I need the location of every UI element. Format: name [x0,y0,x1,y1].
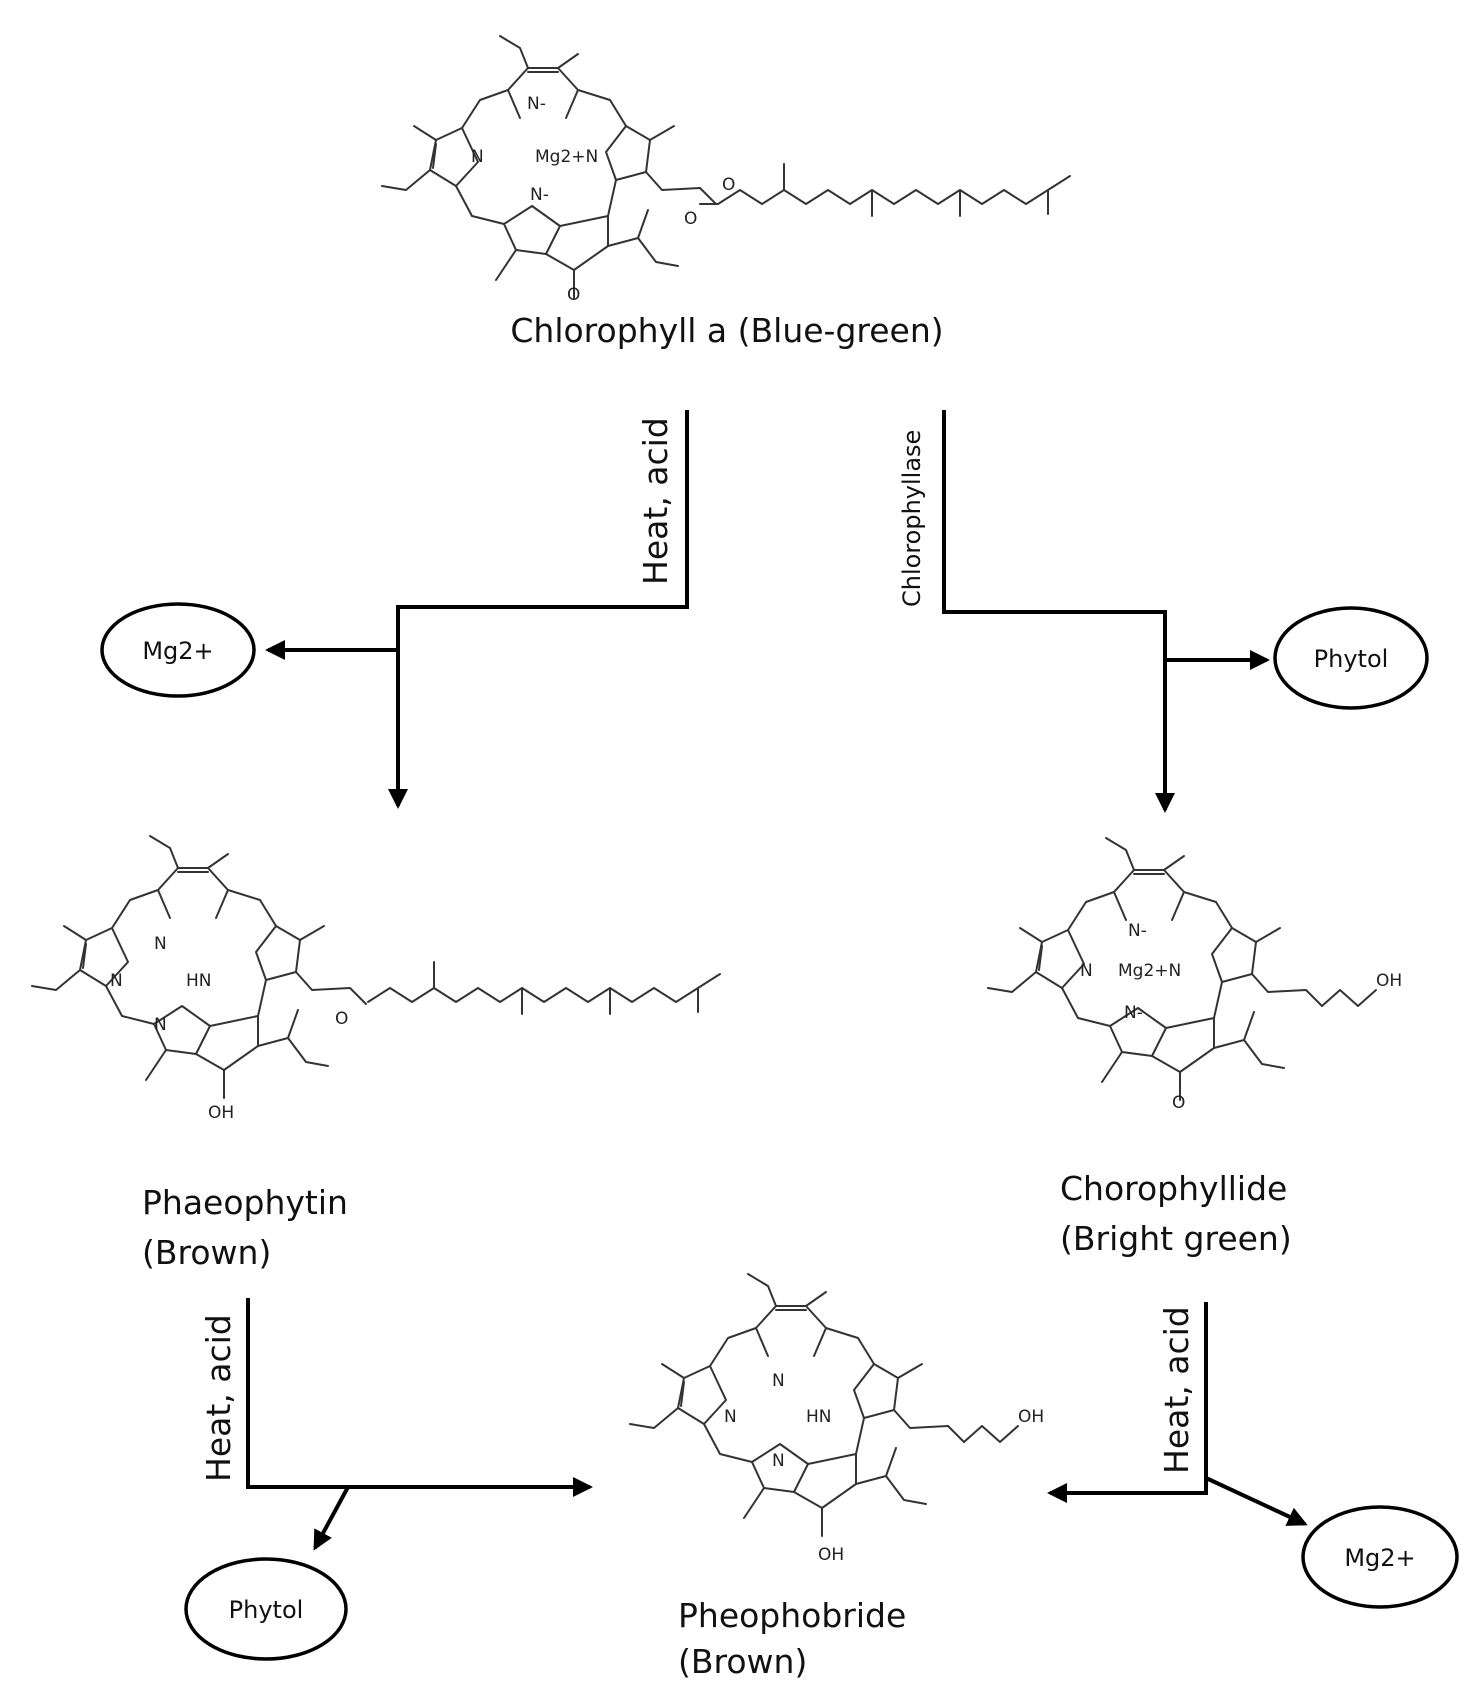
label-reaction-bottom-left: Heat, acid [199,1314,238,1482]
label-chlorophyllide-color: (Bright green) [1060,1219,1292,1258]
atom-n-top: N [772,1371,785,1391]
chlorophyll-a-structure: N- N Mg2+N N- O O O [381,35,1071,305]
arrow-chlorophyllide-to-pheophobride [1047,1302,1208,1503]
byproduct-label: Mg2+ [142,637,213,665]
label-phaeophytin-name: Phaeophytin [142,1183,348,1222]
atom-hn: HN [806,1407,832,1427]
atom-mg-n: Mg2+N [1118,961,1181,981]
label-reaction-bottom-right: Heat, acid [1157,1306,1196,1474]
atom-n-top: N [154,934,167,954]
label-chlorophyllide-name: Chorophyllide [1060,1169,1287,1208]
atom-n-minus-top: N- [527,94,546,114]
atom-n-left: N [1080,961,1093,981]
atom-n-left: N [724,1407,737,1427]
atom-oh: OH [818,1545,844,1565]
atom-o-ester: O [722,175,735,195]
atom-oh-acid: OH [1018,1407,1044,1427]
atom-n-minus-bottom: N- [530,185,549,205]
atom-o-carbonyl: O [684,209,697,229]
byproduct-label: Phytol [229,1596,304,1624]
chlorophyllide-structure: N- N Mg2+N N- OH O [987,837,1402,1113]
arrow-to-chlorophyllide [942,410,1175,813]
phaeophytin-structure: N N HN N OH O [31,835,721,1123]
atom-n-left: N [471,147,484,167]
atom-n-left: N [110,971,123,991]
byproduct-label: Phytol [1314,645,1389,673]
atom-o-ketone: O [1172,1093,1185,1113]
byproduct-mg-bottom-right: Mg2+ [1301,1505,1459,1609]
byproduct-phytol-top-right: Phytol [1273,606,1429,710]
pheophobride-structure: N N HN N OH OH [629,1273,1044,1565]
label-reaction-top-right: Chlorophyllase [898,430,926,607]
label-pheophobride-color: (Brown) [678,1642,807,1681]
atom-o-carbonyl: O [335,1009,348,1029]
atom-n-bottom: N [772,1451,785,1471]
label-chlorophyll-a: Chlorophyll a (Blue-green) [510,311,943,350]
byproduct-mg-top-left: Mg2+ [100,602,256,698]
atom-hn: HN [186,971,212,991]
atom-n-minus-bottom: N- [1124,1003,1143,1023]
arrow-to-phaeophytin [388,410,689,809]
atom-n-bottom: N [154,1015,167,1035]
atom-oh: OH [208,1103,234,1123]
byproduct-phytol-bottom-left: Phytol [184,1557,348,1661]
atom-n-minus-top: N- [1128,921,1147,941]
arrow-to-phytol-bottom-left [313,1486,350,1551]
atom-o-ketone: O [567,285,580,305]
label-pheophobride-name: Pheophobride [678,1596,906,1635]
arrow-to-mg-bottom-right [1205,1476,1308,1526]
arrow-phaeophytin-to-pheophobride [246,1298,593,1497]
byproduct-label: Mg2+ [1344,1544,1415,1572]
atom-oh: OH [1376,971,1402,991]
label-phaeophytin-color: (Brown) [142,1233,271,1272]
label-reaction-top-left: Heat, acid [636,417,675,585]
atom-mg-n: Mg2+N [535,147,598,167]
